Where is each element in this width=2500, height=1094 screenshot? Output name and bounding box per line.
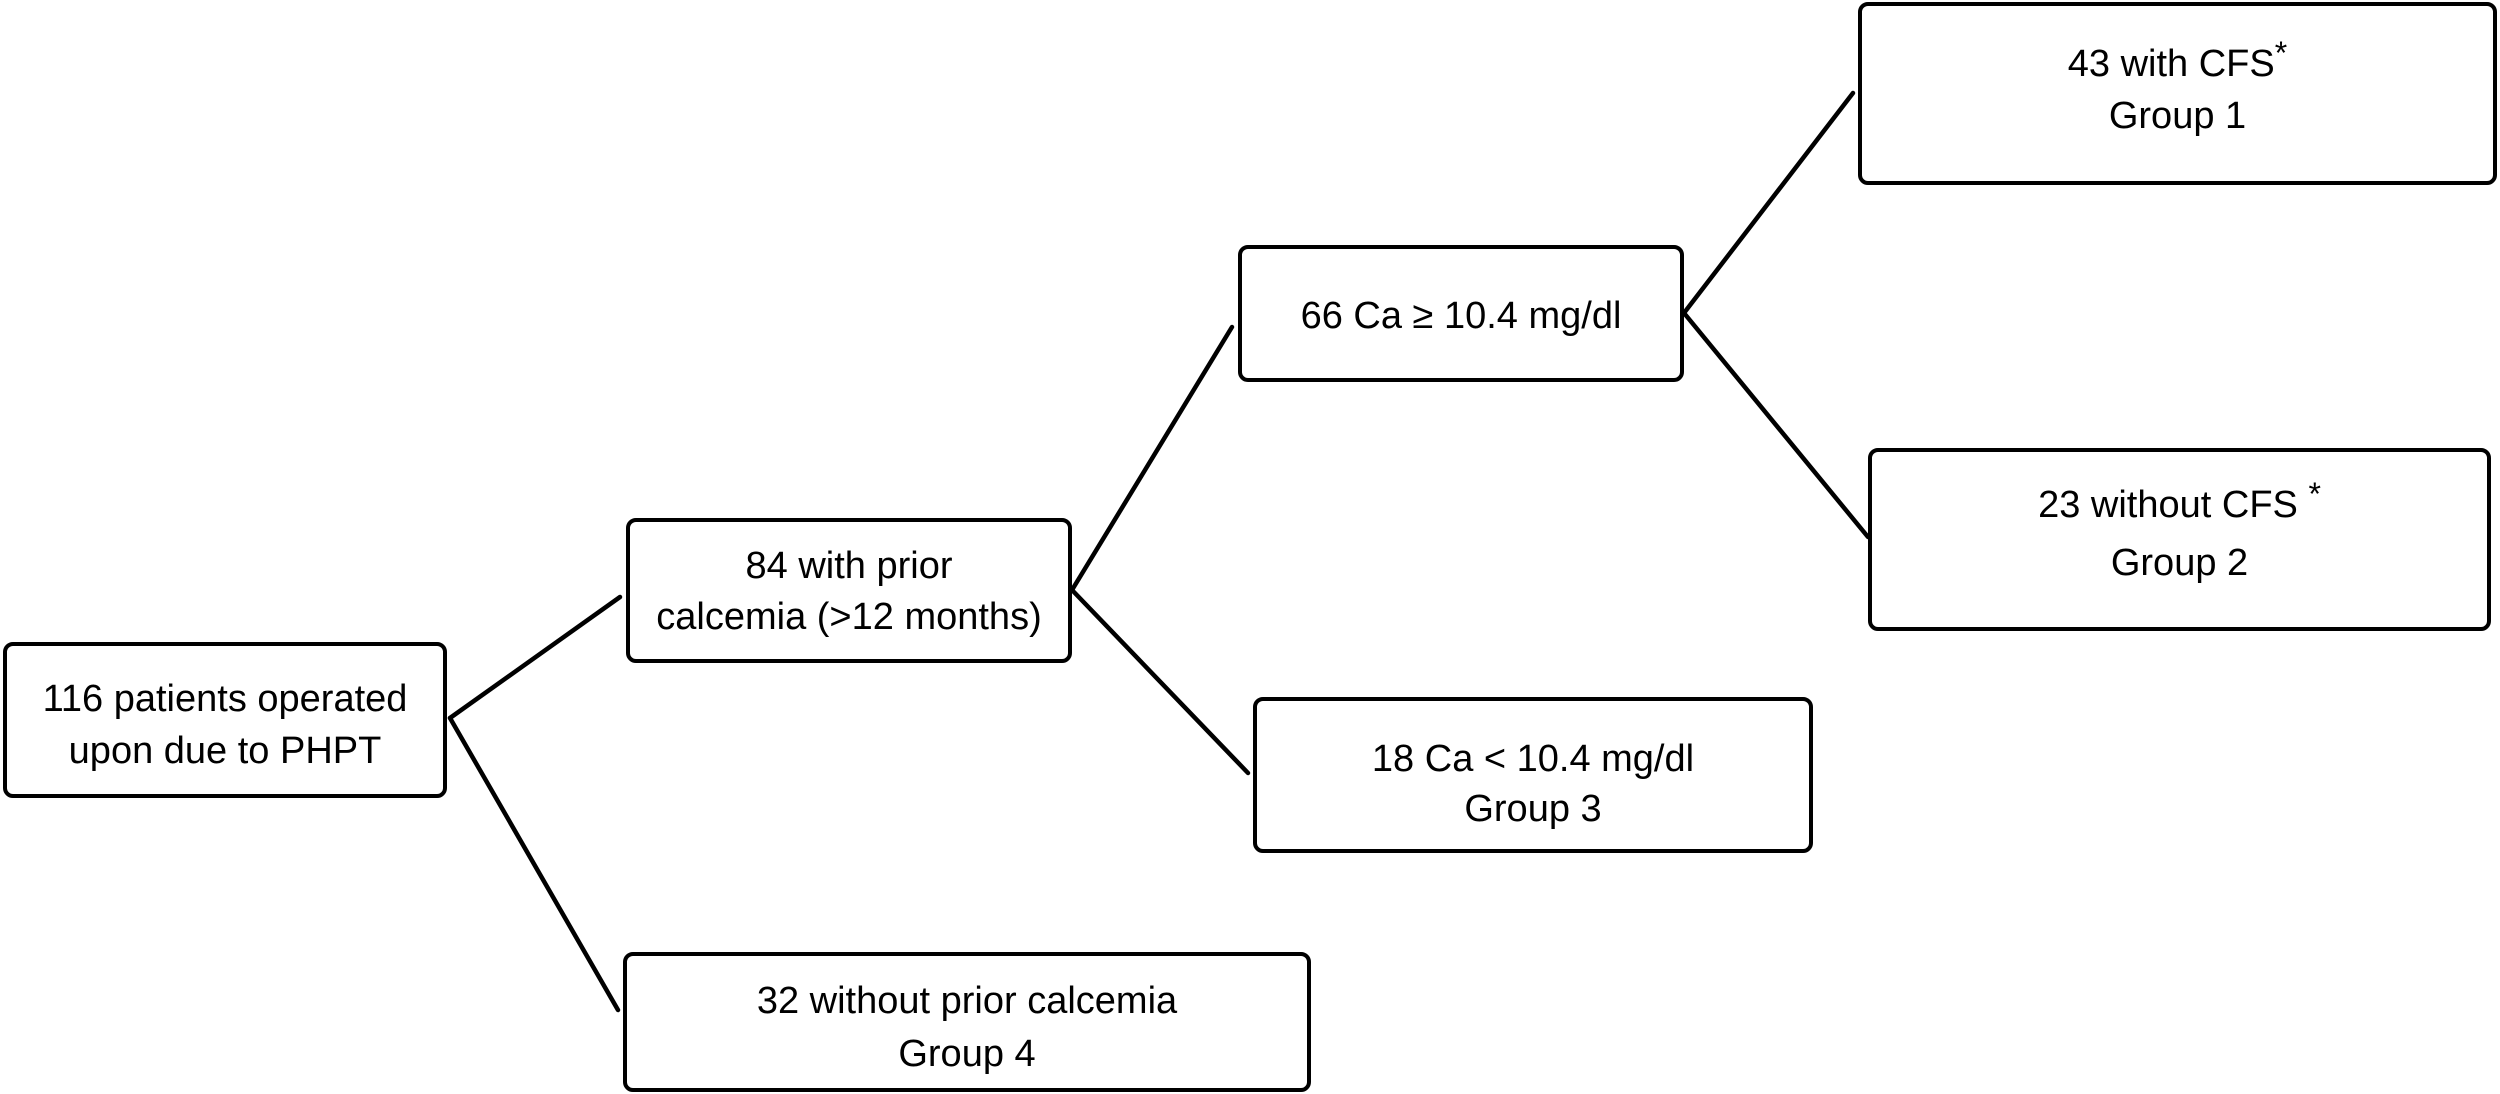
connector-prior-to-high-ca [1069, 324, 1235, 593]
node-group-4-line2: Group 4 [898, 1033, 1036, 1075]
node-total-patients-line1: 116 patients operated [42, 678, 408, 720]
node-group-4: 32 without prior calcemia Group 4 [623, 952, 1311, 1092]
connector-root-to-prior [447, 594, 623, 721]
node-prior-calcemia-line2: calcemia (>12 months) [656, 596, 1042, 638]
node-group-1-asterisk: * [2274, 35, 2288, 71]
node-group-3-line2: Group 3 [1464, 788, 1602, 830]
node-group-2-label: 23 without CFS [2038, 484, 2309, 526]
node-group-2-line1: 23 without CFS * [1872, 476, 2487, 532]
connector-root-to-no-prior [447, 715, 621, 1013]
connector-high-ca-to-no-cfs [1681, 310, 1871, 540]
node-group-4-line1: 32 without prior calcemia [756, 980, 1178, 1022]
node-group-2: 23 without CFS * Group 2 [1868, 448, 2491, 631]
node-group-1-label: 43 with CFS [2067, 43, 2275, 85]
node-prior-calcemia: 84 with prior calcemia (>12 months) [626, 518, 1072, 663]
connector-prior-to-low-ca [1069, 587, 1251, 776]
node-total-patients-line2: upon due to PHPT [68, 730, 382, 772]
node-group-3-line1: 18 Ca < 10.4 mg/dl [1371, 738, 1695, 780]
node-high-calcium: 66 Ca ≥ 10.4 mg/dl [1238, 245, 1684, 382]
node-total-patients: 116 patients operated upon due to PHPT [3, 642, 447, 798]
node-group-2-line2: Group 2 [2110, 542, 2249, 584]
node-prior-calcemia-line1: 84 with prior [745, 545, 953, 587]
node-group-1: 43 with CFS* Group 1 [1858, 2, 2497, 185]
node-group-3: 18 Ca < 10.4 mg/dl Group 3 [1253, 697, 1813, 853]
node-group-1-line2: Group 1 [2108, 95, 2247, 137]
node-group-2-asterisk: * [2308, 476, 2321, 512]
connector-high-ca-to-cfs [1681, 90, 1856, 316]
node-high-calcium-line1: 66 Ca ≥ 10.4 mg/dl [1300, 295, 1622, 337]
node-group-1-line1: 43 with CFS* [1862, 35, 2493, 91]
